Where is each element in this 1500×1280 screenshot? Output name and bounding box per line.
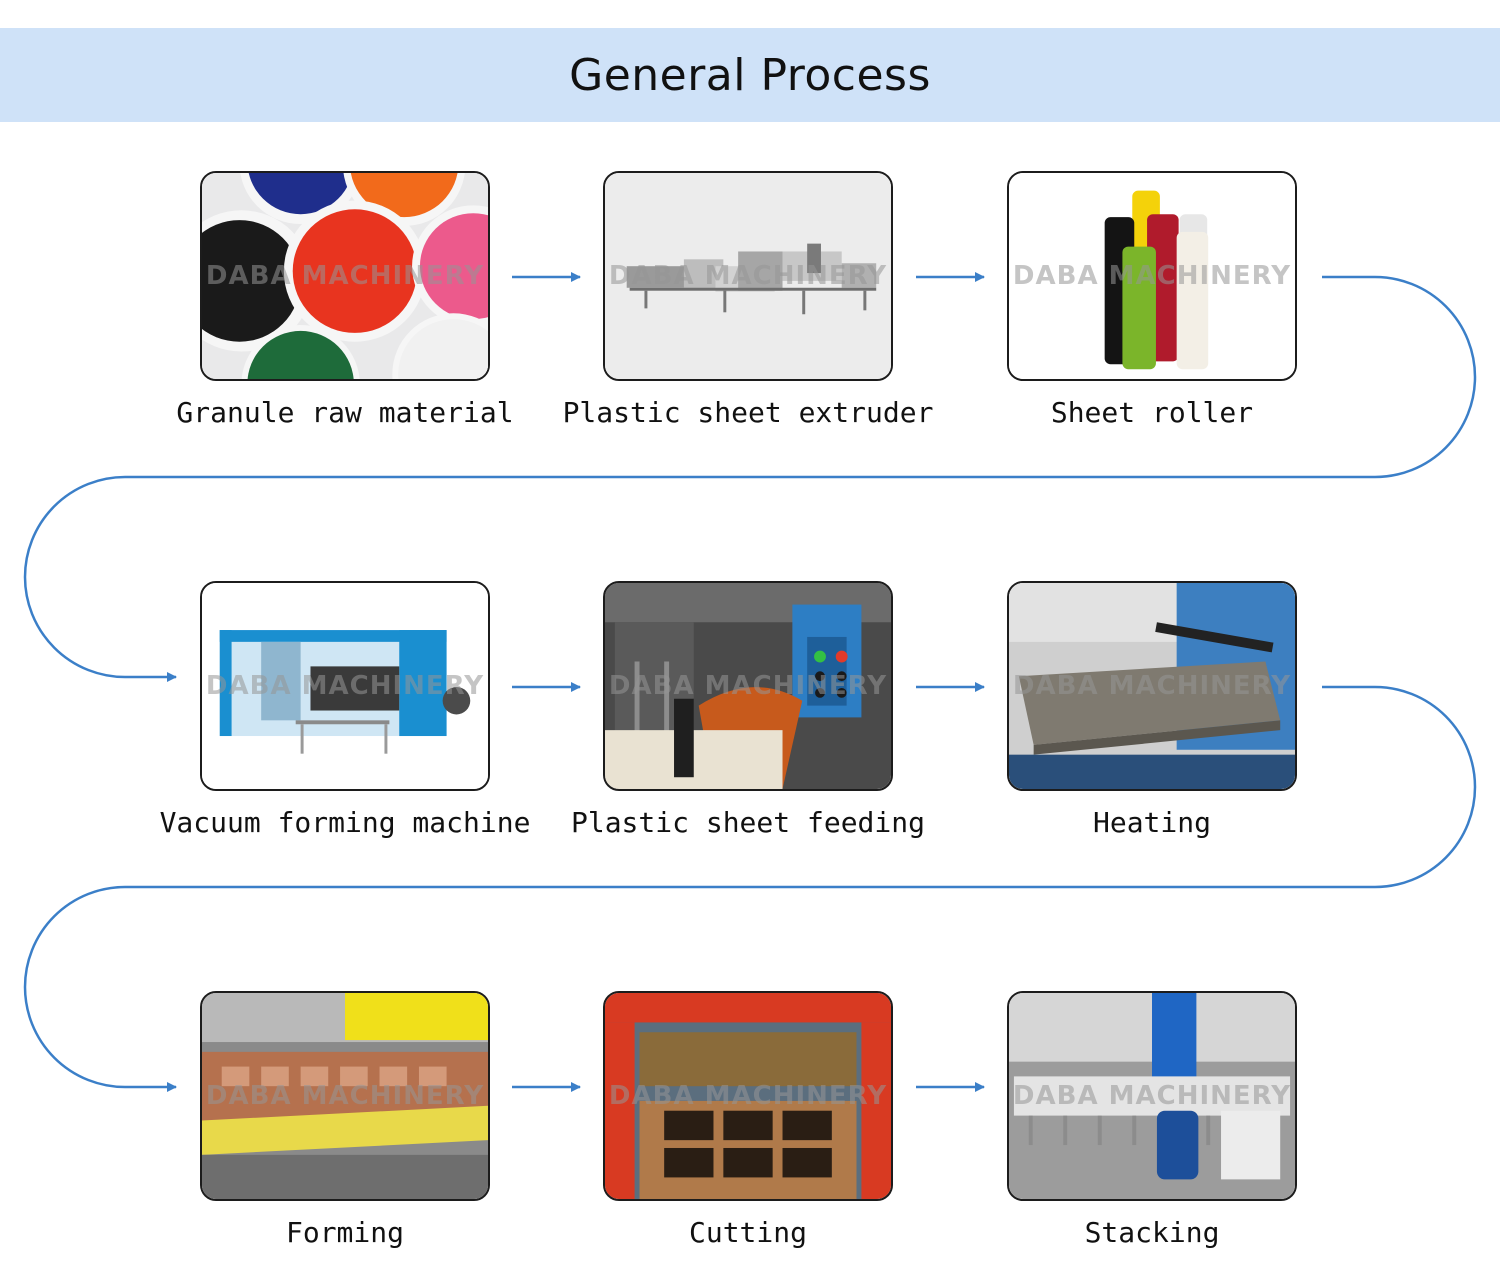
step-label-plastic-sheet-extruder: Plastic sheet extruder	[562, 396, 934, 429]
step-image-heating: DABA MACHINERY	[1007, 581, 1297, 791]
step-label-forming: Forming	[285, 1216, 404, 1249]
connector-row1-row2	[23, 275, 1477, 682]
step-label-plastic-sheet-feeding: Plastic sheet feeding	[570, 806, 925, 839]
step-label-heating: Heating	[1092, 806, 1211, 839]
step-image-sheet-roller: DABA MACHINERY	[1007, 171, 1297, 381]
page-title: General Process	[569, 49, 931, 101]
step-image-cutting: DABA MACHINERY	[603, 991, 893, 1201]
step-label-stacking: Stacking	[1084, 1216, 1220, 1249]
page-header: General Process	[0, 28, 1500, 122]
connector-row2-row3	[23, 685, 1477, 1092]
step-label-sheet-roller: Sheet roller	[1050, 396, 1254, 429]
step-image-granule-raw-material: DABA MACHINERY	[200, 171, 490, 381]
step-label-vacuum-forming-machine: Vacuum forming machine	[159, 806, 531, 839]
step-image-plastic-sheet-extruder: DABA MACHINERY	[603, 171, 893, 381]
step-image-plastic-sheet-feeding: DABA MACHINERY	[603, 581, 893, 791]
step-label-granule-raw-material: Granule raw material	[176, 396, 514, 429]
step-label-cutting: Cutting	[688, 1216, 807, 1249]
step-image-vacuum-forming-machine: DABA MACHINERY	[200, 581, 490, 791]
step-image-forming: DABA MACHINERY	[200, 991, 490, 1201]
step-image-stacking: DABA MACHINERY	[1007, 991, 1297, 1201]
